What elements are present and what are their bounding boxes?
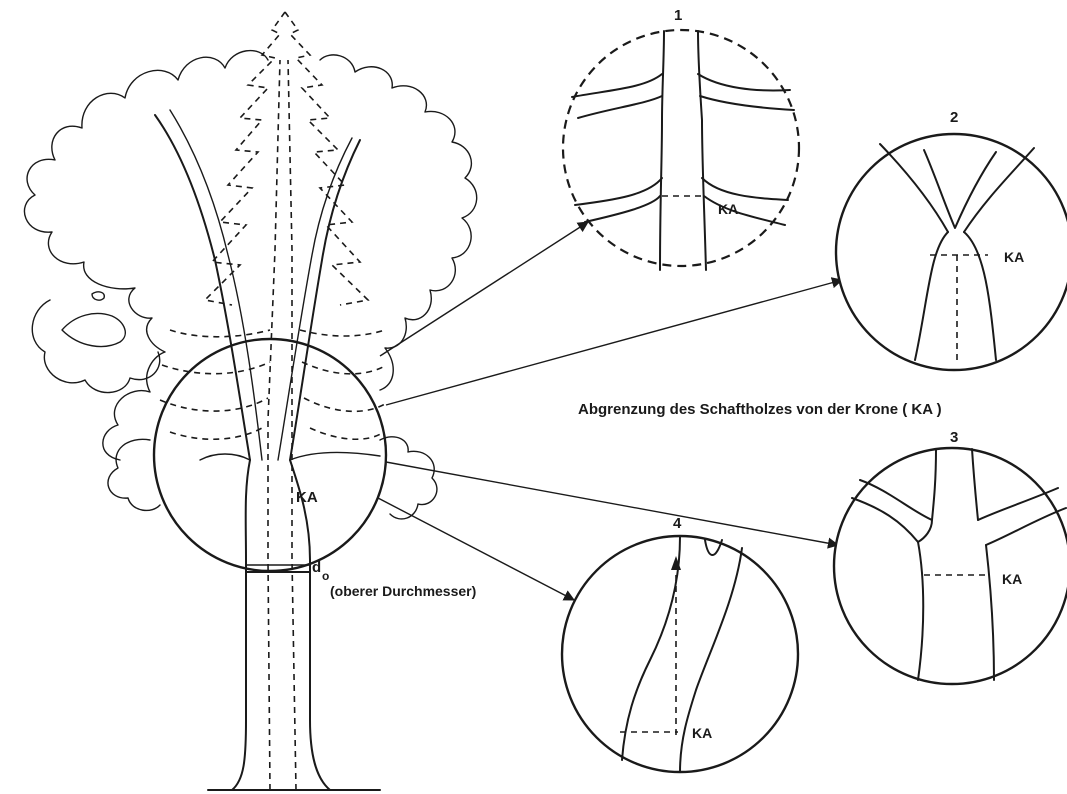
- stem-right-edge: [290, 460, 330, 790]
- inset-4-circle: [562, 536, 798, 772]
- inset-4-label: KA: [692, 725, 712, 741]
- conifer-whorl-8: [310, 428, 384, 439]
- crown-leaf-shape: [62, 314, 125, 347]
- inset-4-number: 4: [673, 515, 682, 532]
- figure-caption: Abgrenzung des Schaftholzes von der Kron…: [578, 401, 942, 418]
- conifer-whorl-1: [170, 330, 270, 337]
- inset-1-number: 1: [674, 7, 682, 24]
- arrow-to-inset-2: [386, 280, 842, 405]
- arrow-to-inset-1: [380, 222, 588, 356]
- upper-diameter-subscript: o: [322, 569, 329, 583]
- inset-1-label: KA: [718, 201, 738, 217]
- upper-diameter-caption: (oberer Durchmesser): [330, 583, 476, 599]
- branch-side-left: [200, 454, 250, 460]
- inset-3-number: 3: [950, 429, 958, 446]
- crown-leaf-small: [92, 292, 104, 300]
- crown-foliage-right: [380, 437, 437, 519]
- inset-2-number: 2: [950, 109, 958, 126]
- inset-1: 1 KA: [563, 7, 799, 270]
- inset-2: 2 KA: [836, 109, 1067, 370]
- inset-3-label: KA: [1002, 571, 1022, 587]
- stem-left-edge: [232, 460, 250, 790]
- main-tree-crown-base-label: KA: [296, 489, 318, 506]
- inset-2-circle: [836, 134, 1067, 370]
- conifer-whorl-3: [162, 362, 270, 374]
- inset-4: 4 KA: [562, 515, 798, 772]
- inset-2-label: KA: [1004, 249, 1024, 265]
- main-tree: d o (oberer Durchmesser) KA: [24, 12, 476, 790]
- crown-foliage-bottom-left: [108, 439, 160, 510]
- branch-side-right: [290, 453, 380, 460]
- stem-inner-dashed-left: [268, 60, 280, 790]
- main-tree-focus-circle: [154, 339, 386, 571]
- conifer-whorl-2: [300, 330, 385, 336]
- arrow-to-inset-3: [386, 462, 838, 545]
- conifer-whorl-5: [160, 398, 268, 411]
- inset-1-circle: [563, 30, 799, 266]
- inset-3: 3 KA: [834, 429, 1067, 684]
- conifer-crown-outline: [205, 12, 285, 305]
- conifer-whorl-7: [170, 428, 262, 439]
